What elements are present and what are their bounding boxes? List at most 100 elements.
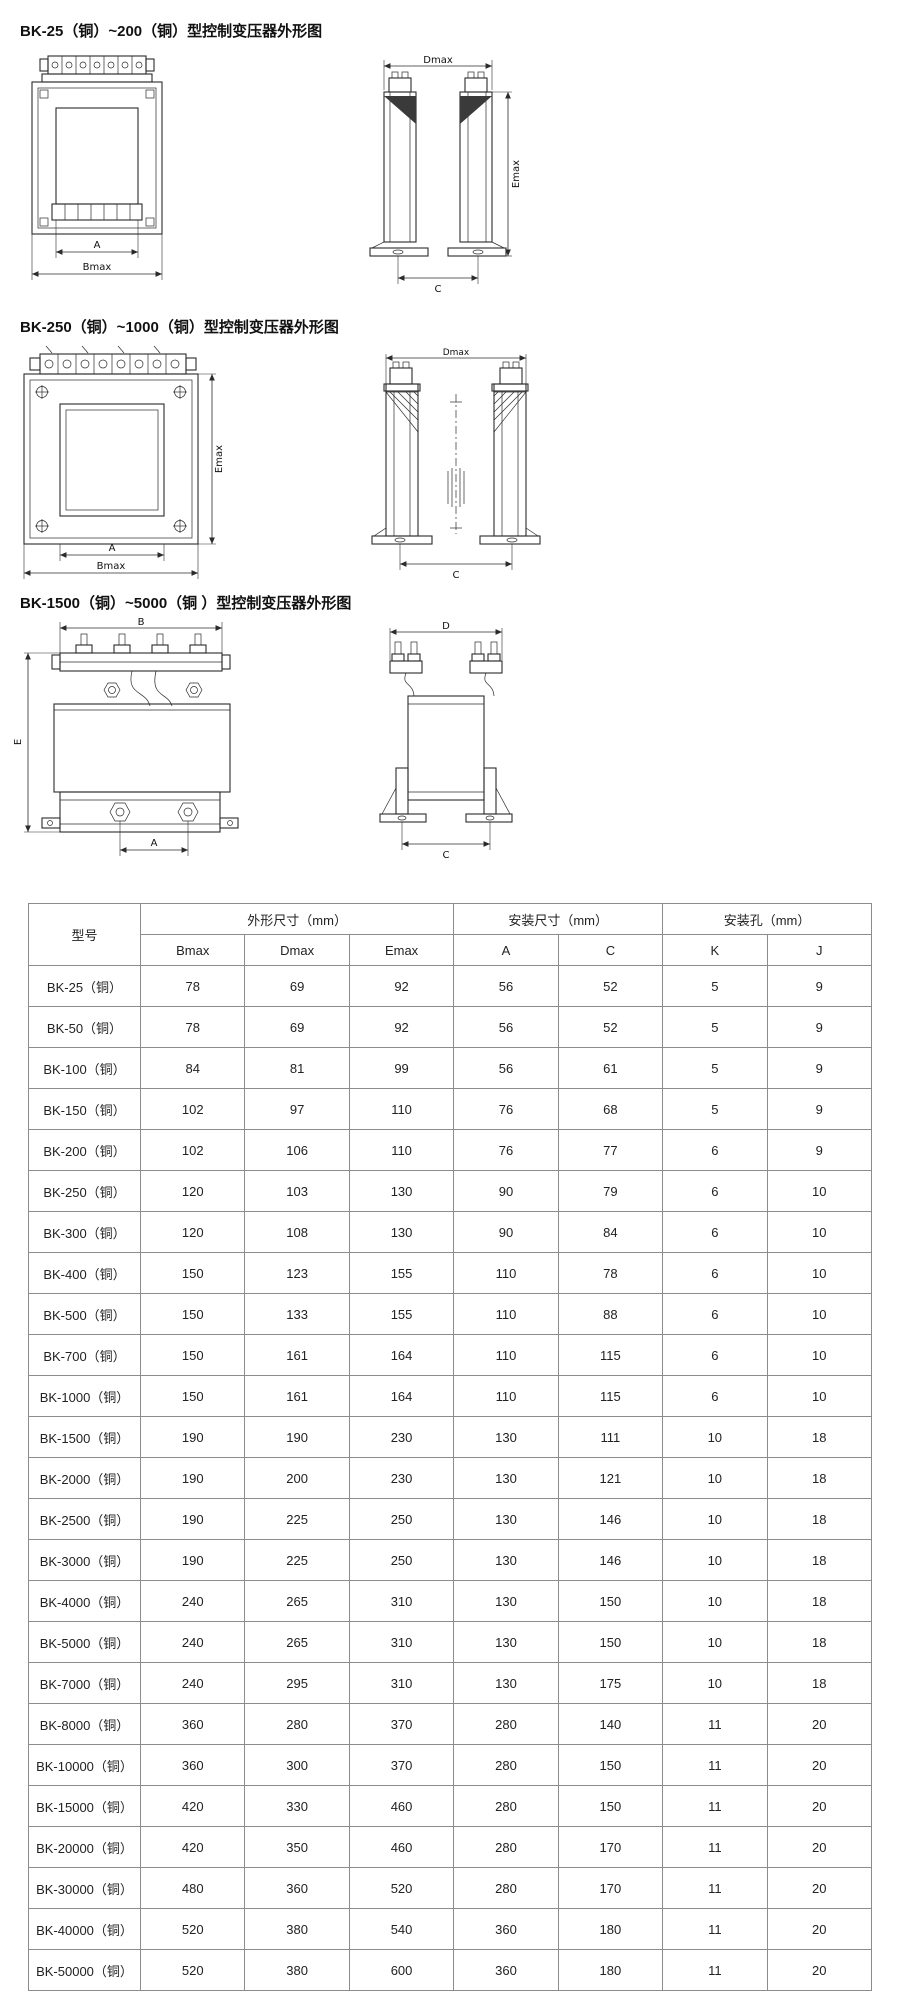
section2-front-view-drawing: Emax A Bmax	[23, 345, 225, 579]
dimension-value-cell: 99	[348, 1047, 455, 1089]
dimension-value-cell: 360	[453, 1908, 559, 1950]
model-cell: BK-200（铜）	[28, 1129, 141, 1171]
dim-label-d: D	[442, 621, 450, 632]
model-cell: BK-400（铜）	[28, 1252, 141, 1294]
dimension-value-cell: 130	[453, 1662, 559, 1704]
section3-title: BK-1500（铜）~5000（铜 ）型控制变压器外形图	[20, 595, 352, 612]
core-frame	[31, 81, 163, 235]
model-cell: BK-3000（铜）	[28, 1539, 141, 1581]
dimension-value-cell: 170	[557, 1867, 664, 1909]
dimension-value-cell: 120	[139, 1211, 246, 1253]
dimension-value-cell: 130	[348, 1211, 455, 1253]
dimension-value-cell: 11	[662, 1703, 768, 1745]
dimension-value-cell: 150	[139, 1252, 246, 1294]
group-header-mounting-holes: 安装孔（mm）	[662, 903, 872, 935]
dimension-value-cell: 110	[453, 1252, 559, 1294]
dimension-value-cell: 18	[766, 1621, 873, 1663]
dimension-value-cell: 121	[557, 1457, 664, 1499]
dimension-value-cell: 150	[557, 1580, 664, 1622]
dimension-value-cell: 115	[557, 1375, 664, 1417]
dimension-value-cell: 310	[348, 1662, 455, 1704]
dimension-value-cell: 130	[453, 1416, 559, 1458]
dimension-value-cell: 5	[662, 1006, 768, 1048]
dimension-value-cell: 280	[453, 1785, 559, 1827]
dimension-value-cell: 10	[766, 1252, 873, 1294]
dimension-value-cell: 10	[766, 1334, 873, 1376]
dimension-value-cell: 520	[348, 1867, 455, 1909]
dimension-c: C	[397, 256, 479, 295]
dimension-value-cell: 310	[348, 1621, 455, 1663]
dimension-value-cell: 130	[453, 1498, 559, 1540]
bottom-clamp	[41, 791, 239, 833]
dimension-value-cell: 108	[244, 1211, 350, 1253]
dimension-value-cell: 10	[662, 1580, 768, 1622]
col-header-j: J	[766, 934, 873, 966]
dimension-value-cell: 20	[766, 1744, 873, 1786]
dimension-value-cell: 240	[139, 1662, 246, 1704]
dimension-value-cell: 280	[453, 1826, 559, 1868]
dimension-a: A	[119, 821, 189, 856]
dimension-value-cell: 175	[557, 1662, 664, 1704]
dimension-value-cell: 90	[453, 1170, 559, 1212]
dimension-value-cell: 146	[557, 1539, 664, 1581]
dimension-value-cell: 265	[244, 1580, 350, 1622]
table-header-group-row: 型号 外形尺寸（mm） 安装尺寸（mm） 安装孔（mm）	[28, 903, 872, 966]
dimension-value-cell: 11	[662, 1744, 768, 1786]
dimension-value-cell: 10	[766, 1375, 873, 1417]
dimension-value-cell: 10	[766, 1211, 873, 1253]
dimension-value-cell: 78	[139, 965, 246, 1007]
dimension-value-cell: 480	[139, 1867, 246, 1909]
dimension-value-cell: 5	[662, 1088, 768, 1130]
lead-wires	[130, 670, 173, 707]
dimension-value-cell: 520	[139, 1908, 246, 1950]
model-cell: BK-1500（铜）	[28, 1416, 141, 1458]
dimension-value-cell: 10	[766, 1170, 873, 1212]
section3-front-view-drawing: B	[14, 617, 239, 856]
dimension-value-cell: 280	[453, 1867, 559, 1909]
dimension-value-cell: 77	[557, 1129, 664, 1171]
coil-centerline	[447, 394, 465, 534]
dimension-value-cell: 164	[348, 1375, 455, 1417]
dimension-value-cell: 155	[348, 1252, 455, 1294]
dimension-value-cell: 6	[662, 1334, 768, 1376]
dimension-value-cell: 9	[766, 1006, 873, 1048]
col-header-a: A	[453, 934, 559, 966]
dimension-value-cell: 110	[348, 1129, 455, 1171]
dimension-value-cell: 240	[139, 1580, 246, 1622]
dimension-value-cell: 150	[139, 1293, 246, 1335]
dimension-value-cell: 6	[662, 1129, 768, 1171]
dimension-value-cell: 360	[244, 1867, 350, 1909]
dimension-value-cell: 102	[139, 1088, 246, 1130]
group-header-outline-dimensions: 外形尺寸（mm）	[139, 903, 455, 935]
dimension-value-cell: 52	[557, 965, 664, 1007]
model-cell: BK-50（铜）	[28, 1006, 141, 1048]
dimension-value-cell: 10	[662, 1498, 768, 1540]
dim-label-a: A	[109, 543, 116, 554]
dimension-bmax: Bmax	[31, 234, 163, 280]
dimension-value-cell: 10	[662, 1457, 768, 1499]
dimension-b: B	[59, 617, 223, 653]
table-header-column-row: Bmax Dmax Emax A C K J	[29, 934, 873, 966]
col-header-model: 型号	[28, 903, 141, 966]
dimension-value-cell: 79	[557, 1170, 664, 1212]
dimension-value-cell: 280	[453, 1744, 559, 1786]
dimension-value-cell: 420	[139, 1785, 246, 1827]
dimension-e: E	[14, 652, 60, 833]
dimension-value-cell: 18	[766, 1457, 873, 1499]
dimension-value-cell: 280	[244, 1703, 350, 1745]
dim-label-c: C	[453, 570, 460, 581]
dimension-value-cell: 81	[244, 1047, 350, 1089]
dimension-value-cell: 110	[453, 1334, 559, 1376]
dimension-value-cell: 6	[662, 1293, 768, 1335]
dimension-value-cell: 370	[348, 1703, 455, 1745]
dimension-value-cell: 18	[766, 1662, 873, 1704]
dimension-value-cell: 10	[662, 1539, 768, 1581]
